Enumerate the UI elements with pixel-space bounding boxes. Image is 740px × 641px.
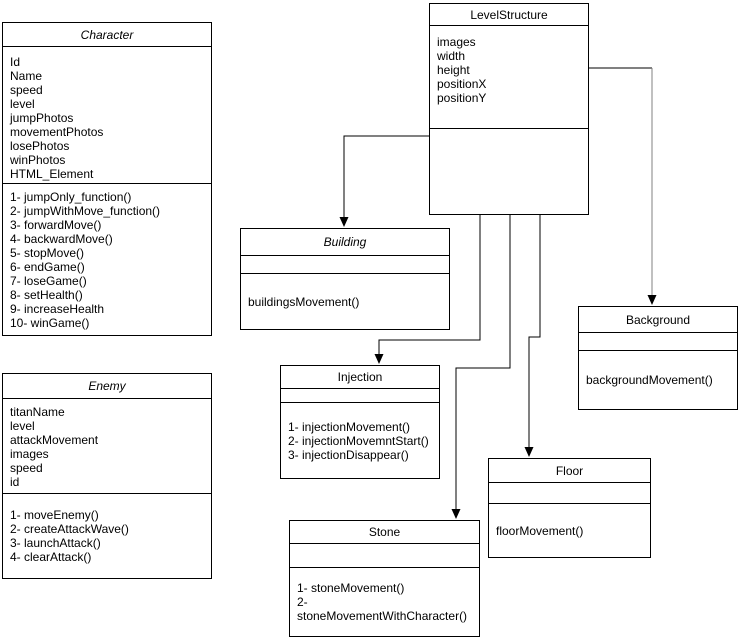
edge-levelstructure-floor[interactable] (524, 215, 541, 457)
class-injection[interactable]: Injection 1- injectionMovement() 2- inje… (280, 365, 440, 479)
methods-section: 1- injectionMovement() 2- injectionMovem… (288, 419, 429, 462)
class-title: Enemy (3, 374, 211, 399)
class-stone[interactable]: Stone 1- stoneMovement() 2- stoneMovemen… (289, 520, 480, 637)
methods-section: 1- moveEnemy() 2- createAttackWave() 3- … (10, 508, 129, 564)
attributes-section: Id Name speed level jumpPhotos movementP… (3, 47, 211, 184)
attributes-section: images width height positionX positionY (430, 26, 588, 129)
class-title: Character (3, 23, 211, 47)
class-title: Building (241, 229, 449, 256)
methods-section (430, 129, 588, 214)
edge-levelstructure-injection[interactable] (374, 215, 481, 364)
attributes-section (489, 483, 650, 504)
class-levelstructure[interactable]: LevelStructure images width height posit… (429, 3, 589, 215)
class-title: Stone (290, 521, 479, 544)
class-floor[interactable]: Floor floorMovement() (488, 458, 651, 558)
methods-section: buildingsMovement() (248, 294, 360, 309)
class-enemy[interactable]: Enemy titanName level attackMovement ima… (2, 373, 212, 579)
class-character[interactable]: Character Id Name speed level jumpPhotos… (2, 22, 212, 336)
edge-levelstructure-building[interactable] (339, 135, 429, 227)
methods-section: floorMovement() (496, 523, 584, 538)
methods-section: 1- jumpOnly_function() 2- jumpWithMove_f… (10, 189, 161, 330)
methods-section: backgroundMovement() (586, 373, 713, 387)
attributes-section (579, 333, 737, 351)
class-building[interactable]: Building buildingsMovement() (240, 228, 450, 330)
attributes-section (281, 389, 439, 403)
methods-section: 1- stoneMovement() 2- stoneMovementWithC… (297, 581, 468, 623)
class-title: Background (579, 307, 737, 333)
attributes-section: titanName level attackMovement images sp… (3, 399, 211, 494)
class-title: LevelStructure (430, 4, 588, 26)
class-background[interactable]: Background backgroundMovement() (578, 306, 738, 410)
class-title: Injection (281, 366, 439, 389)
attributes-section (241, 256, 449, 274)
attributes-section (290, 544, 479, 568)
class-title: Floor (489, 459, 650, 483)
edge-levelstructure-stone[interactable] (451, 215, 511, 519)
